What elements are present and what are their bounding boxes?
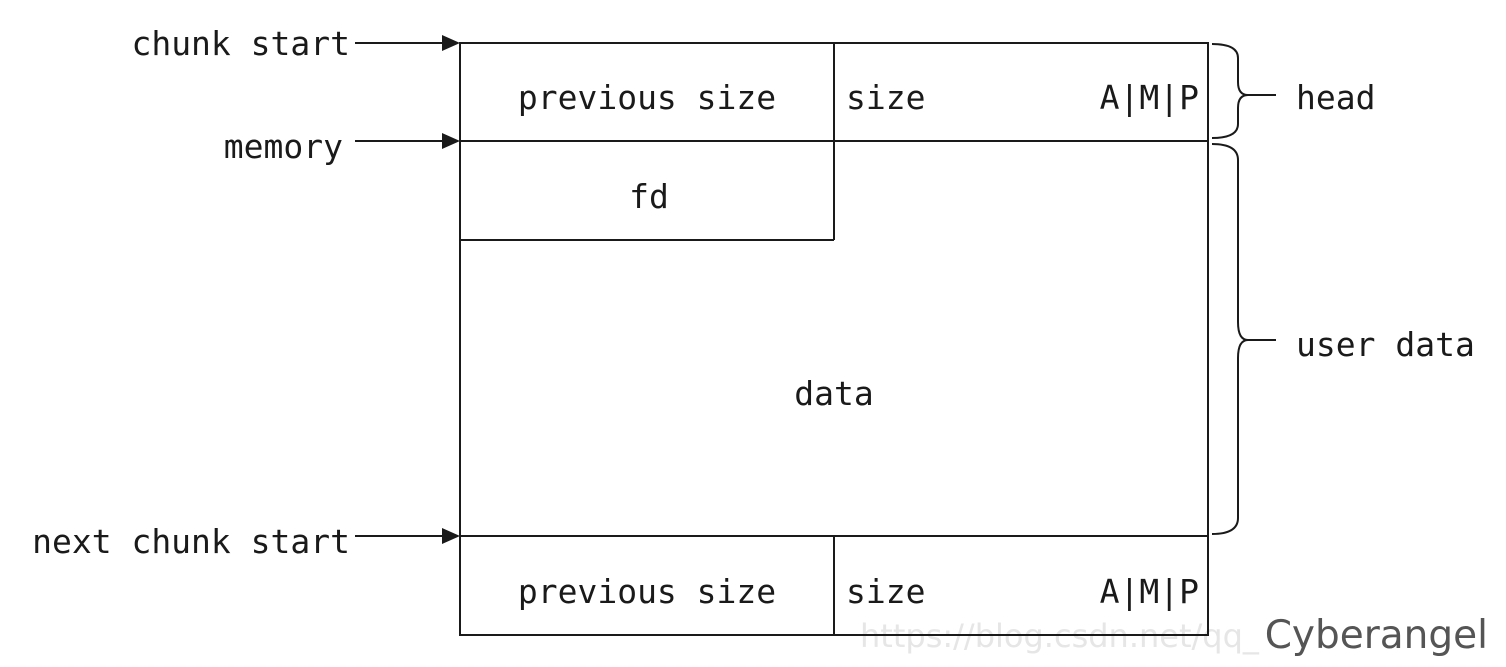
data-field: data	[794, 374, 873, 413]
previous-size-field: previous size	[518, 78, 776, 117]
next-chunk-start-label: next chunk start	[32, 522, 350, 561]
memory-arrowhead	[442, 133, 460, 149]
watermark-author: Cyberangel	[1265, 613, 1488, 658]
next-previous-size-field: previous size	[518, 572, 776, 611]
user-data-brace	[1211, 143, 1276, 535]
head-brace	[1211, 43, 1276, 139]
fd-field: fd	[629, 177, 669, 216]
head-label: head	[1296, 78, 1375, 117]
next-flag-bits-field: A|M|P	[1100, 572, 1199, 611]
next-chunk-arrowhead	[442, 528, 460, 544]
chunk-start-arrowhead	[442, 35, 460, 51]
memory-label: memory	[224, 127, 343, 166]
chunk-start-label: chunk start	[131, 24, 350, 63]
size-field: size	[846, 78, 925, 117]
next-size-field: size	[846, 572, 925, 611]
user-data-label: user data	[1296, 325, 1475, 364]
flag-bits-field: A|M|P	[1100, 78, 1199, 117]
